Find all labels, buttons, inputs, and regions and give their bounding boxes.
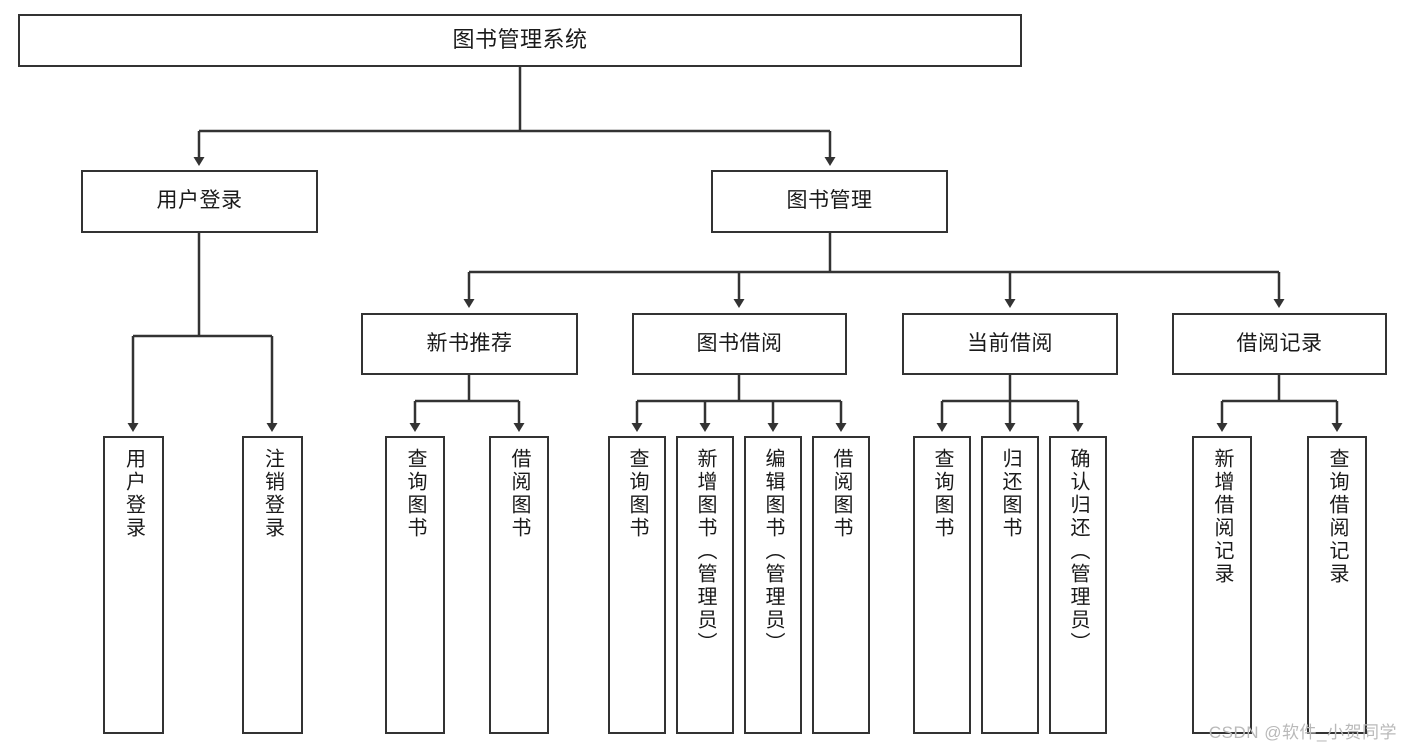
node-label: 新增借阅记录	[1211, 448, 1233, 586]
leaf-query-book-3[interactable]: 查询图书	[913, 436, 971, 734]
leaf-query-book-2[interactable]: 查询图书	[608, 436, 666, 734]
leaf-add-book[interactable]: 新增图书（管理员）	[676, 436, 734, 734]
leaf-query-record[interactable]: 查询借阅记录	[1307, 436, 1367, 734]
node-label: 注销登录	[261, 448, 284, 540]
node-label: 借阅图书	[508, 448, 530, 540]
leaf-user-login[interactable]: 用户登录	[103, 436, 164, 734]
node-label: 归还图书	[999, 448, 1021, 540]
node-book-borrow[interactable]: 图书借阅	[632, 313, 847, 375]
node-book-manage[interactable]: 图书管理	[711, 170, 948, 233]
leaf-return-book[interactable]: 归还图书	[981, 436, 1039, 734]
node-label: 图书借阅	[696, 331, 783, 355]
node-label: 新书推荐	[426, 331, 513, 355]
node-label: 确认归还（管理员）	[1067, 448, 1089, 655]
leaf-edit-book[interactable]: 编辑图书（管理员）	[744, 436, 802, 734]
leaf-query-book-1[interactable]: 查询图书	[385, 436, 445, 734]
watermark: CSDN @软件_小贺同学	[1208, 723, 1397, 742]
node-label: 新增图书（管理员）	[694, 448, 716, 655]
leaf-confirm-return[interactable]: 确认归还（管理员）	[1049, 436, 1107, 734]
node-new-book-recommend[interactable]: 新书推荐	[361, 313, 578, 375]
node-current-borrow[interactable]: 当前借阅	[902, 313, 1118, 375]
node-label: 用户登录	[156, 189, 243, 213]
node-borrow-record[interactable]: 借阅记录	[1172, 313, 1387, 375]
node-label: 用户登录	[122, 448, 145, 540]
node-label: 编辑图书（管理员）	[762, 448, 784, 655]
leaf-borrow-book-1[interactable]: 借阅图书	[489, 436, 549, 734]
node-label: 图书管理系统	[452, 27, 588, 53]
node-label: 查询图书	[931, 448, 953, 540]
node-label: 查询图书	[404, 448, 426, 540]
node-label: 查询借阅记录	[1326, 448, 1348, 586]
node-root[interactable]: 图书管理系统	[18, 14, 1022, 67]
node-label: 借阅图书	[830, 448, 852, 540]
node-label: 借阅记录	[1236, 331, 1323, 355]
leaf-borrow-book-2[interactable]: 借阅图书	[812, 436, 870, 734]
node-user-login[interactable]: 用户登录	[81, 170, 318, 233]
node-label: 当前借阅	[967, 331, 1053, 355]
leaf-logout[interactable]: 注销登录	[242, 436, 303, 734]
node-label: 查询图书	[626, 448, 648, 540]
node-label: 图书管理	[786, 189, 873, 213]
leaf-add-record[interactable]: 新增借阅记录	[1192, 436, 1252, 734]
